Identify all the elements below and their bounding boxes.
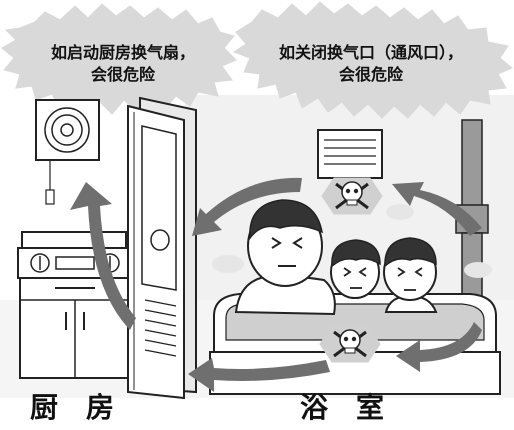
gas-stove-icon xyxy=(17,231,131,279)
child-bathing-left xyxy=(330,239,381,299)
bath-callout-bubble xyxy=(232,1,513,119)
steam-puffs xyxy=(212,204,492,278)
child-bathing-right xyxy=(383,237,438,313)
arrow-from-man xyxy=(192,177,302,236)
man-bathing xyxy=(234,199,336,316)
arrow-from-tub xyxy=(396,322,482,372)
bathroom-door xyxy=(127,96,197,400)
kitchen-fan-warning-line2: 会很危险 xyxy=(90,65,155,84)
kitchen-label: 厨 房 xyxy=(30,391,115,424)
kitchen-callout-bubble xyxy=(1,3,237,115)
gas-flow-arrows xyxy=(70,177,482,392)
skull-crossbones-icon xyxy=(321,177,383,215)
bath-vent-warning: 如关闭换气口（通风口）， 会很危险 xyxy=(235,42,507,86)
arrow-to-kitchen-fan xyxy=(70,182,136,330)
skull-crossbones-icon xyxy=(319,325,381,363)
arrow-to-door xyxy=(188,358,330,392)
bath-vent-warning-line1: 如关闭换气口（通风口）， xyxy=(278,43,463,62)
bathroom-label: 浴 室 xyxy=(300,391,385,424)
wall-vent-icon xyxy=(317,129,383,179)
arrow-from-pipe xyxy=(392,182,482,236)
bath-vent-warning-line2: 会很危险 xyxy=(338,65,403,84)
kitchen-fan-warning-line1: 如启动厨房换气扇， xyxy=(50,43,195,62)
kitchen-fan-warning: 如启动厨房换气扇， 会很危险 xyxy=(18,42,228,86)
ventilation-fan-icon xyxy=(35,99,100,205)
